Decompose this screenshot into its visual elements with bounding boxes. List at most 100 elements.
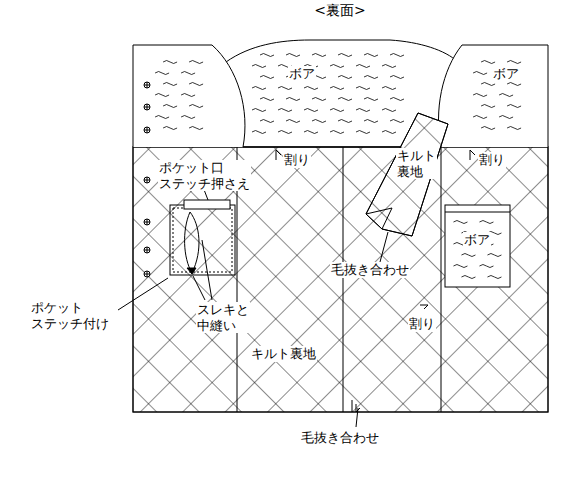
boa-texture bbox=[155, 54, 521, 279]
boa-wave bbox=[507, 105, 521, 108]
boa-wave bbox=[260, 76, 274, 79]
boa-wave bbox=[252, 109, 266, 112]
boa-wave bbox=[155, 94, 169, 97]
boa-wave bbox=[260, 120, 274, 123]
boa-wave bbox=[163, 83, 177, 86]
boa-wave bbox=[330, 131, 344, 134]
boa-wave bbox=[181, 94, 195, 97]
construction-note: ポケット ステッチ付け bbox=[30, 300, 110, 331]
right-front-yoke bbox=[439, 45, 548, 147]
facing-fold bbox=[366, 208, 392, 229]
boa-wave bbox=[473, 116, 487, 119]
boa-wave bbox=[390, 120, 404, 123]
boa-wave bbox=[278, 109, 292, 112]
leader-line bbox=[380, 232, 388, 262]
boa-wave bbox=[304, 131, 318, 134]
boa-wave bbox=[189, 127, 203, 130]
boa-wave bbox=[382, 109, 396, 112]
boa-wave bbox=[453, 221, 467, 224]
pocket-bag bbox=[185, 212, 192, 273]
boa-wave bbox=[382, 87, 396, 90]
boa-wave bbox=[260, 98, 274, 101]
boa-wave bbox=[507, 83, 521, 86]
boa-wave bbox=[473, 72, 487, 75]
construction-note: ポケット口 ステッチ押さえ bbox=[158, 160, 251, 191]
boa-wave bbox=[487, 276, 501, 279]
boa-wave bbox=[278, 87, 292, 90]
boa-pocket bbox=[445, 205, 510, 287]
leader-line bbox=[356, 408, 358, 427]
boa-wave bbox=[507, 127, 521, 130]
boa-wave bbox=[278, 131, 292, 134]
flipped-facing bbox=[366, 113, 448, 236]
seam-note: 割り bbox=[283, 152, 311, 168]
facing-base bbox=[366, 113, 448, 236]
boa-wave bbox=[286, 120, 300, 123]
boa-wave bbox=[382, 65, 396, 68]
boa-wave bbox=[155, 116, 169, 119]
boa-wave bbox=[338, 76, 352, 79]
boa-wave bbox=[189, 61, 203, 64]
boa-wave bbox=[356, 65, 370, 68]
press-mark bbox=[276, 150, 281, 160]
boa-wave bbox=[479, 265, 493, 268]
boa-wave bbox=[356, 131, 370, 134]
pocket-opening bbox=[184, 200, 230, 209]
boa-wave bbox=[189, 105, 203, 108]
boa-wave bbox=[330, 109, 344, 112]
part-name: キルト裏地 bbox=[250, 346, 317, 362]
boa-wave bbox=[473, 94, 487, 97]
left-front-yoke bbox=[133, 45, 245, 147]
boa-wave bbox=[304, 87, 318, 90]
boa-wave bbox=[364, 120, 378, 123]
boa-wave bbox=[356, 87, 370, 90]
part-name: ボア bbox=[492, 66, 520, 82]
boa-wave bbox=[390, 54, 404, 57]
boa-wave bbox=[163, 61, 177, 64]
boa-wave bbox=[481, 127, 495, 130]
boa-wave bbox=[163, 105, 177, 108]
boa-wave bbox=[189, 83, 203, 86]
boa-wave bbox=[163, 127, 177, 130]
boa-wave bbox=[286, 54, 300, 57]
boa-wave bbox=[382, 131, 396, 134]
button-marks bbox=[144, 82, 150, 277]
boa-wave bbox=[312, 98, 326, 101]
boa-wave bbox=[312, 54, 326, 57]
boa-wave bbox=[338, 120, 352, 123]
part-name: ボア bbox=[288, 66, 316, 82]
part-name: ボア bbox=[463, 232, 491, 248]
boa-wave bbox=[260, 54, 274, 57]
part-name: キルト 裏地 bbox=[396, 148, 437, 179]
pocket-bag bbox=[190, 212, 199, 273]
boa-wave bbox=[155, 72, 169, 75]
leader-line bbox=[202, 240, 212, 300]
leader-line bbox=[118, 278, 168, 310]
boa-wave bbox=[356, 109, 370, 112]
back-yoke bbox=[226, 40, 458, 62]
quilt-lining bbox=[133, 147, 548, 412]
boa-wave bbox=[286, 98, 300, 101]
leader-line bbox=[193, 276, 205, 300]
seam-note: 割り bbox=[478, 152, 506, 168]
boa-wave bbox=[330, 65, 344, 68]
view-title: <裏面> bbox=[312, 2, 367, 20]
boa-wave bbox=[499, 94, 513, 97]
boa-wave bbox=[481, 105, 495, 108]
boa-wave bbox=[181, 116, 195, 119]
boa-wave bbox=[479, 221, 493, 224]
construction-note: 毛抜き合わせ bbox=[330, 262, 410, 278]
boa-wave bbox=[461, 276, 475, 279]
boa-wave bbox=[364, 98, 378, 101]
boa-wave bbox=[252, 87, 266, 90]
boa-wave bbox=[338, 98, 352, 101]
press-mark bbox=[470, 150, 475, 160]
boa-wave bbox=[461, 254, 475, 257]
boa-wave bbox=[487, 254, 501, 257]
boa-wave bbox=[481, 61, 495, 64]
boa-wave bbox=[364, 54, 378, 57]
construction-note: スレキと 中縫い bbox=[196, 302, 250, 333]
boa-wave bbox=[338, 54, 352, 57]
boa-wave bbox=[481, 83, 495, 86]
boa-wave bbox=[181, 72, 195, 75]
